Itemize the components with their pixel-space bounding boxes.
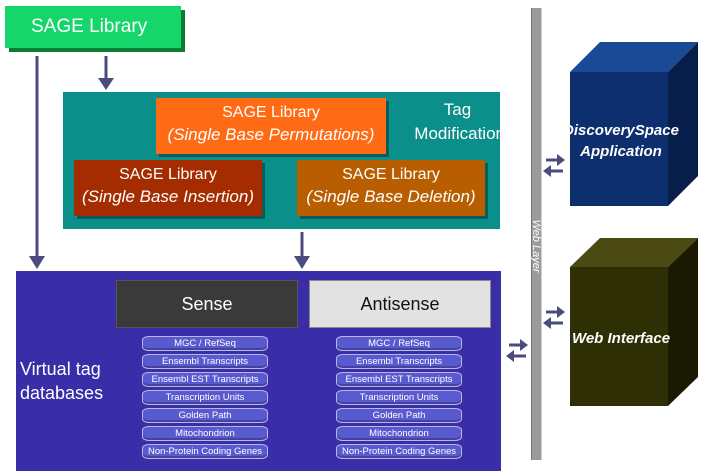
- discovery-space-line1: DiscoverySpace: [563, 122, 679, 139]
- virtual-tag-line2: databases: [20, 383, 104, 403]
- antisense-label: Antisense: [360, 293, 440, 314]
- tag-modification-label: Tag Modification: [390, 98, 505, 146]
- antisense-db-item: MGC / RefSeq: [336, 336, 462, 351]
- antisense-db-item: Ensembl Transcripts: [336, 354, 462, 369]
- sense-db-item: MGC / RefSeq: [142, 336, 268, 351]
- sage-permutations-box: SAGE Library (Single Base Permutations): [156, 98, 386, 154]
- arrow-sage-to-tag: [98, 56, 114, 90]
- sense-box: Sense: [116, 280, 298, 328]
- sense-db-item: Transcription Units: [142, 390, 268, 405]
- bidirectional-arrow-web-interface: [543, 306, 565, 329]
- sense-db-item: Ensembl EST Transcripts: [142, 372, 268, 387]
- discovery-space-label: DiscoverySpace Application: [546, 120, 696, 162]
- virtual-tag-line1: Virtual tag: [20, 359, 101, 379]
- antisense-db-item: Mitochondrion: [336, 426, 462, 441]
- sage-permutations-title: SAGE Library: [222, 104, 320, 121]
- discovery-space-cube: [570, 42, 698, 206]
- tag-modification-line2: Modification: [414, 124, 505, 143]
- sense-db-item: Mitochondrion: [142, 426, 268, 441]
- bidirectional-arrow-web-discovery: [543, 154, 565, 177]
- web-interface-label: Web Interface: [571, 330, 671, 347]
- antisense-db-item: Ensembl EST Transcripts: [336, 372, 462, 387]
- sage-library-top-box: SAGE Library: [5, 6, 181, 48]
- sense-label: Sense: [181, 293, 233, 314]
- antisense-db-item: Golden Path: [336, 408, 462, 423]
- sage-deletion-title: SAGE Library: [342, 166, 440, 183]
- sense-db-item: Non-Protein Coding Genes: [142, 444, 268, 459]
- sage-insertion-title: SAGE Library: [119, 166, 217, 183]
- discovery-space-line2: Application: [580, 143, 662, 160]
- web-layer-bar: [531, 8, 542, 460]
- tag-modification-line1: Tag: [443, 100, 472, 119]
- sense-db-item: Ensembl Transcripts: [142, 354, 268, 369]
- sage-insertion-box: SAGE Library (Single Base Insertion): [74, 160, 262, 216]
- antisense-db-item: Transcription Units: [336, 390, 462, 405]
- sage-permutations-subtitle: (Single Base Permutations): [167, 125, 375, 144]
- antisense-box: Antisense: [309, 280, 491, 328]
- sage-insertion-subtitle: (Single Base Insertion): [82, 187, 254, 206]
- sense-database-stack: MGC / RefSeq Ensembl Transcripts Ensembl…: [142, 336, 268, 466]
- arrow-sage-to-vdb: [29, 56, 45, 269]
- sage-library-top-label: SAGE Library: [31, 16, 148, 37]
- antisense-database-stack: MGC / RefSeq Ensembl Transcripts Ensembl…: [336, 336, 462, 466]
- bidirectional-arrow-vdb-web: [506, 339, 528, 362]
- sense-db-item: Golden Path: [142, 408, 268, 423]
- web-interface-cube: [570, 238, 698, 406]
- arrow-tag-to-vdb: [294, 232, 310, 269]
- sage-deletion-subtitle: (Single Base Deletion): [306, 187, 476, 206]
- antisense-db-item: Non-Protein Coding Genes: [336, 444, 462, 459]
- virtual-tag-databases-label: Virtual tag databases: [20, 357, 130, 405]
- sage-deletion-box: SAGE Library (Single Base Deletion): [297, 160, 485, 216]
